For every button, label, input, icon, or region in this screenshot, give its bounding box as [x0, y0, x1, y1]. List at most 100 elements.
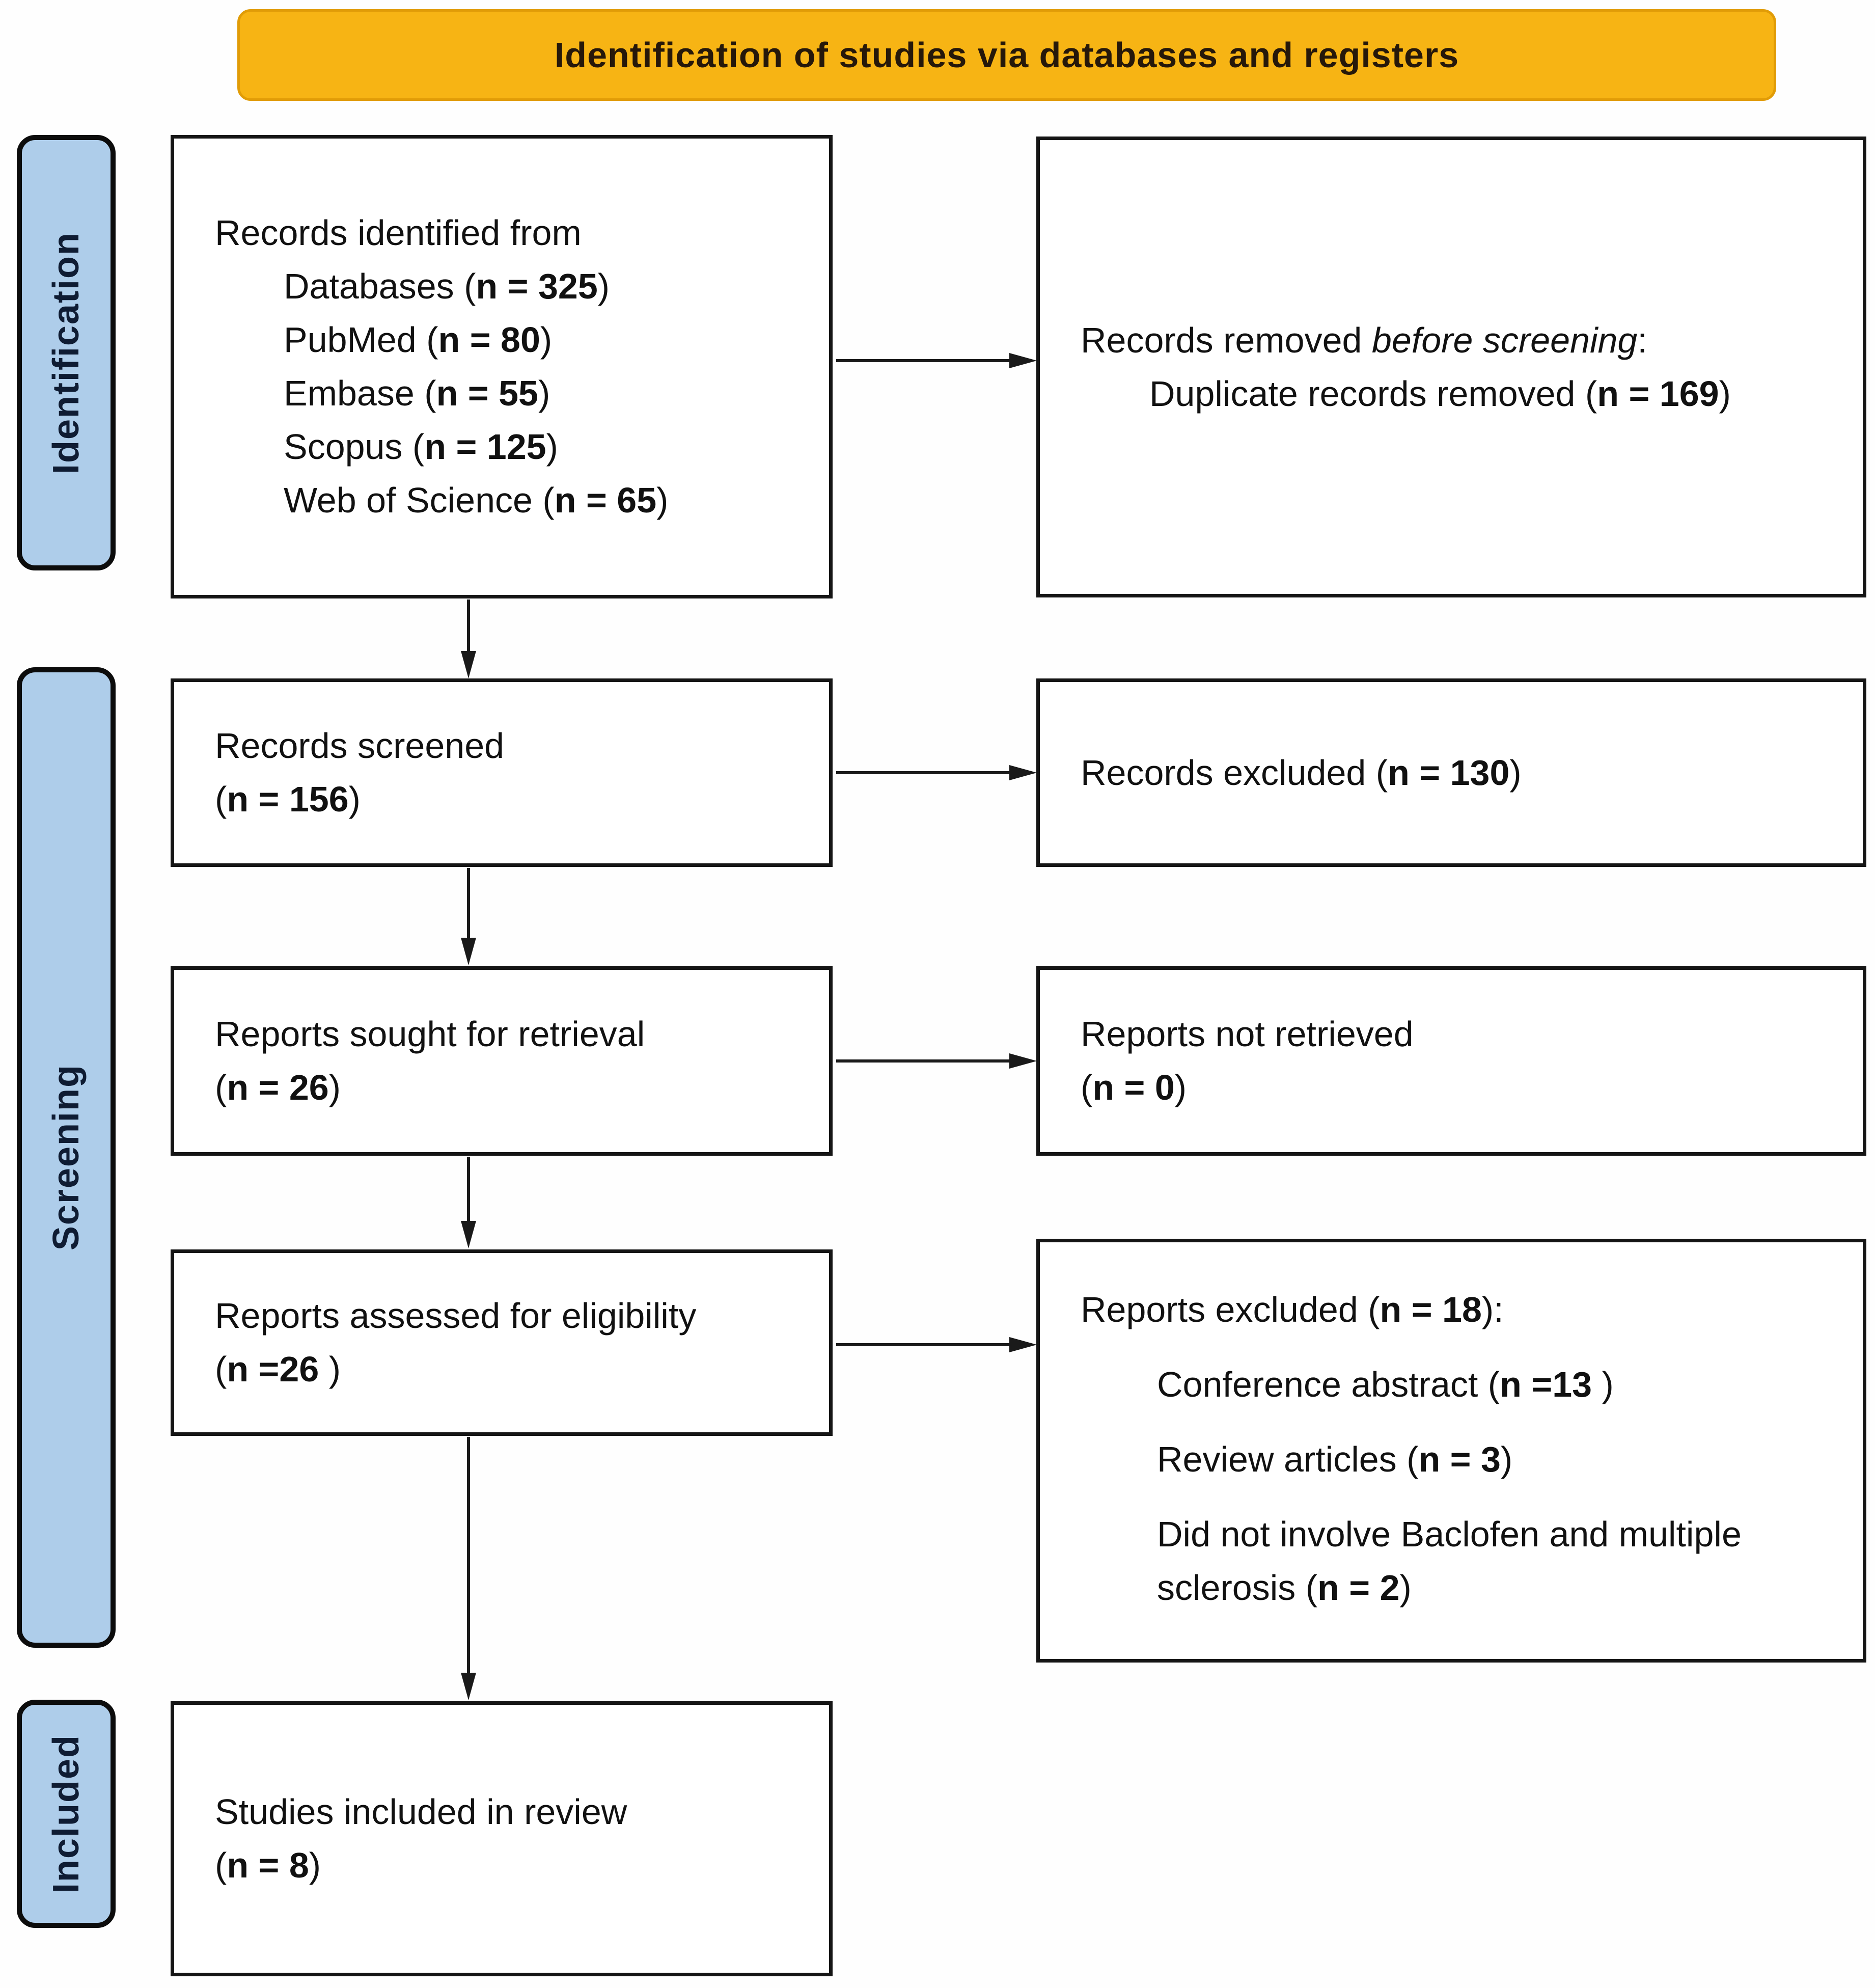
arrow-head-right-icon [1009, 1337, 1037, 1352]
text-segment: Studies included in review [215, 1792, 627, 1832]
records-removed-line1: Records removed before screening: [1081, 314, 1842, 367]
arrow-head-down-icon [461, 1673, 476, 1700]
arrow-line [836, 1343, 1012, 1346]
text-segment: ) [1592, 1365, 1614, 1404]
text-segment: ) [319, 1349, 341, 1389]
reports-excluded-reason-not-baclofen-ms: Did not involve Baclofen and multiple sc… [1081, 1508, 1842, 1615]
text-segment: ): [1481, 1290, 1504, 1329]
reports-assessed-line1: Reports assessed for eligibility [215, 1289, 809, 1343]
text-segment: ( [215, 779, 227, 819]
text-segment: Records excluded ( [1081, 752, 1388, 793]
text-segment: ) [656, 480, 669, 520]
count-value: n = 55 [436, 373, 538, 413]
text-segment: ) [1509, 752, 1522, 793]
text-segment: Databases ( [284, 266, 476, 306]
records-identified-item-embase: Embase (n = 55) [215, 367, 809, 420]
text-segment: ) [1399, 1568, 1412, 1608]
count-value: n = 325 [476, 266, 598, 306]
arrow-line [467, 600, 470, 656]
count-value: n = 18 [1380, 1290, 1482, 1329]
box-records-screened: Records screened (n = 156) [171, 678, 833, 867]
text-segment: ( [215, 1349, 227, 1389]
text-segment: Reports assessed for eligibility [215, 1296, 697, 1336]
arrow-line [836, 359, 1012, 362]
count-value: n = 125 [424, 427, 546, 467]
text-segment: Records identified from [215, 213, 582, 253]
arrow-line [467, 868, 470, 940]
text-segment: ( [1081, 1068, 1093, 1107]
records-screened-line1: Records screened [215, 719, 809, 773]
text-segment: ( [215, 1068, 227, 1107]
emphasized-text: before screening [1371, 320, 1638, 360]
text-segment: Review articles ( [1157, 1439, 1419, 1479]
stage-screening: Screening [17, 667, 116, 1648]
box-records-removed: Records removed before screening: Duplic… [1036, 137, 1866, 597]
reports-excluded-reason-review-articles: Review articles (n = 3) [1081, 1433, 1842, 1486]
arrow-line [836, 1059, 1012, 1063]
text-segment: : [1637, 320, 1647, 360]
records-identified-item-databases: Databases (n = 325) [215, 260, 809, 313]
arrow-line [467, 1157, 470, 1223]
count-value: n = 8 [227, 1845, 309, 1885]
records-excluded-line1: Records excluded (n = 130) [1081, 746, 1842, 800]
box-reports-excluded: Reports excluded (n = 18): Conference ab… [1036, 1239, 1866, 1663]
box-reports-sought: Reports sought for retrieval (n = 26) [171, 966, 833, 1156]
count-value: n = 0 [1092, 1068, 1175, 1107]
text-segment: Duplicate records removed ( [1149, 373, 1597, 414]
stage-identification-label: Identification [46, 231, 87, 474]
box-records-excluded: Records excluded (n = 130) [1036, 678, 1866, 867]
text-segment: Conference abstract ( [1157, 1365, 1500, 1404]
arrow-head-down-icon [461, 651, 476, 678]
text-segment: Scopus ( [284, 427, 425, 467]
box-records-identified: Records identified from Databases (n = 3… [171, 135, 833, 598]
records-identified-item-scopus: Scopus (n = 125) [215, 420, 809, 474]
arrow-head-right-icon [1009, 1053, 1037, 1069]
count-value: n = 169 [1597, 373, 1719, 414]
count-value: n = 80 [438, 320, 540, 360]
text-segment: ) [546, 427, 558, 467]
text-segment: ) [1174, 1068, 1187, 1107]
text-segment: Reports excluded ( [1081, 1290, 1380, 1329]
records-identified-title: Records identified from [215, 206, 809, 260]
text-segment: Records removed [1081, 320, 1372, 360]
box-studies-included: Studies included in review (n = 8) [171, 1701, 833, 1976]
arrow-line [836, 771, 1012, 774]
arrow-head-down-icon [461, 1221, 476, 1248]
arrow-head-down-icon [461, 938, 476, 965]
text-segment: Reports not retrieved [1081, 1014, 1414, 1054]
arrow-head-right-icon [1009, 353, 1037, 368]
stage-included: Included [17, 1700, 116, 1928]
records-screened-line2: (n = 156) [215, 773, 809, 826]
text-segment: Web of Science ( [284, 480, 555, 520]
text-segment: ) [309, 1845, 321, 1885]
reports-assessed-line2: (n =26 ) [215, 1343, 809, 1396]
reports-sought-line2: (n = 26) [215, 1061, 809, 1114]
box-reports-not-retrieved: Reports not retrieved (n = 0) [1036, 966, 1866, 1156]
text-segment: ) [1719, 373, 1731, 414]
title-banner-label: Identification of studies via databases … [554, 35, 1459, 75]
text-segment: Did not involve Baclofen and multiple sc… [1157, 1514, 1742, 1608]
stage-included-label: Included [46, 1734, 87, 1893]
count-value: n = 65 [554, 480, 657, 520]
count-value: n = 26 [227, 1068, 329, 1107]
stage-screening-label: Screening [46, 1064, 87, 1251]
reports-excluded-header: Reports excluded (n = 18): [1081, 1283, 1842, 1337]
reports-sought-line1: Reports sought for retrieval [215, 1007, 809, 1061]
text-segment: ) [1500, 1439, 1513, 1479]
text-segment: Reports sought for retrieval [215, 1014, 645, 1054]
studies-included-line2: (n = 8) [215, 1839, 809, 1892]
text-segment: ) [597, 266, 610, 306]
text-segment: ( [215, 1845, 227, 1885]
count-value: n =26 [227, 1349, 319, 1389]
stage-identification: Identification [17, 135, 116, 570]
records-identified-item-pubmed: PubMed (n = 80) [215, 313, 809, 367]
text-segment: ) [540, 320, 553, 360]
reports-not-retrieved-line2: (n = 0) [1081, 1061, 1842, 1114]
count-value: n = 156 [227, 779, 349, 819]
reports-excluded-reason-conference-abstract: Conference abstract (n =13 ) [1081, 1358, 1842, 1411]
count-value: n = 3 [1418, 1439, 1501, 1479]
text-segment: Records screened [215, 726, 505, 766]
count-value: n = 2 [1317, 1568, 1400, 1608]
text-segment: ) [538, 373, 550, 413]
